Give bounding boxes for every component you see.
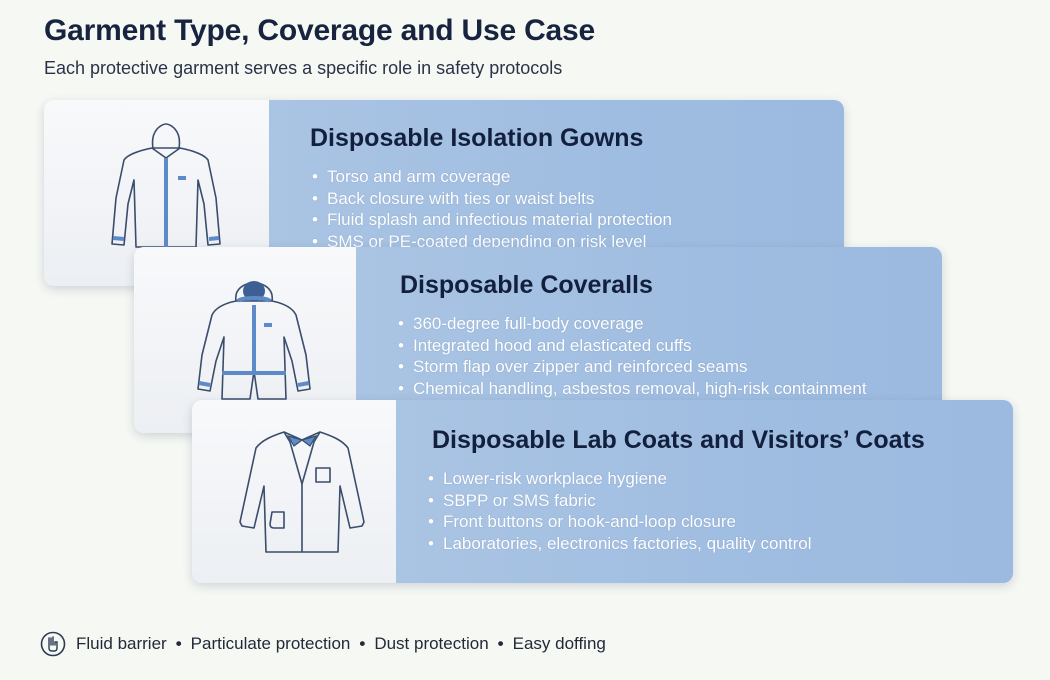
separator: • bbox=[359, 634, 366, 653]
card-lab-coats: Disposable Lab Coats and Visitors’ Coats… bbox=[192, 400, 1013, 583]
feature-label: Particulate protection bbox=[190, 634, 351, 653]
feature-label: Easy doffing bbox=[512, 634, 606, 653]
bullet-list: Lower-risk workplace hygiene SBPP or SMS… bbox=[428, 468, 812, 554]
card-heading: Disposable Isolation Gowns bbox=[310, 124, 644, 152]
bullet-item: Storm flap over zipper and reinforced se… bbox=[398, 356, 867, 378]
feature-label: Fluid barrier bbox=[76, 634, 167, 653]
lab-coat-icon bbox=[239, 431, 365, 553]
bullet-item: 360-degree full-body coverage bbox=[398, 313, 867, 335]
bullet-list: 360-degree full-body coverage Integrated… bbox=[398, 313, 867, 399]
illustration-panel bbox=[192, 400, 396, 583]
bullet-item: SMS or PE-coated depending on risk level bbox=[312, 231, 672, 253]
bullet-item: Back closure with ties or waist belts bbox=[312, 188, 672, 210]
bullet-item: Torso and arm coverage bbox=[312, 166, 672, 188]
bullet-item: Integrated hood and elasticated cuffs bbox=[398, 335, 867, 357]
bullet-item: Laboratories, electronics factories, qua… bbox=[428, 533, 812, 555]
bullet-list: Torso and arm coverage Back closure with… bbox=[312, 166, 672, 252]
page-title: Garment Type, Coverage and Use Case bbox=[44, 14, 595, 47]
coverall-icon bbox=[197, 281, 311, 400]
footer-features: Fluid barrier • Particulate protection •… bbox=[40, 630, 606, 658]
bullet-item: Fluid splash and infectious material pro… bbox=[312, 209, 672, 231]
bullet-item: Lower-risk workplace hygiene bbox=[428, 468, 812, 490]
separator: • bbox=[497, 634, 504, 653]
feature-label: Dust protection bbox=[374, 634, 489, 653]
card-heading: Disposable Lab Coats and Visitors’ Coats bbox=[432, 426, 925, 454]
bullet-item: Front buttons or hook-and-loop closure bbox=[428, 511, 812, 533]
page-subtitle: Each protective garment serves a specifi… bbox=[44, 58, 563, 78]
bullet-item: Chemical handling, asbestos removal, hig… bbox=[398, 378, 867, 400]
bullet-item: SBPP or SMS fabric bbox=[428, 490, 812, 512]
isolation-gown-icon bbox=[111, 123, 221, 248]
protection-badge-icon bbox=[40, 631, 66, 657]
card-heading: Disposable Coveralls bbox=[400, 271, 653, 299]
separator: • bbox=[175, 634, 182, 653]
